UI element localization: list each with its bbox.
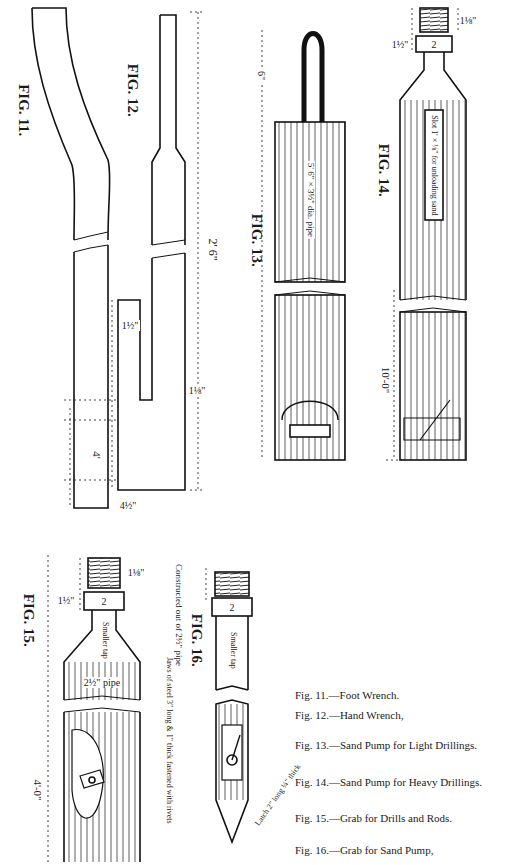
note: Slot 1' × ⅛" for unloading sand: [430, 113, 439, 217]
callout-number: 2: [432, 39, 437, 50]
caption-line: Fig. 14.—Sand Pump for Heavy Drillings.: [295, 776, 505, 788]
callout-number: 2: [230, 602, 235, 613]
foot-wrench: [32, 8, 118, 508]
caption-line: Fig. 15.—Grab for Drills and Rods.: [295, 812, 505, 824]
note: Jaws of steel 3" long & 1" thick fastene…: [164, 657, 173, 824]
dimension: 1⅛": [460, 15, 477, 26]
dimension: 2½" pipe: [82, 677, 122, 688]
dimension: 4'-0": [32, 777, 44, 802]
callout-number: 2: [102, 596, 107, 607]
dimension: 5' 6" × 3½" dia. pipe: [305, 161, 315, 239]
figure-number: FIG. 11.: [16, 84, 33, 136]
figure-number: FIG. 14.: [375, 144, 392, 197]
figure-number: FIG. 15.: [20, 594, 37, 647]
dimension: 4': [91, 449, 103, 460]
dimension: 1⅛": [128, 567, 145, 578]
figure-number: FIG. 12.: [124, 64, 141, 117]
part-name: Smaller tap: [100, 620, 109, 661]
caption-line: Fig. 12.—Hand Wrench,: [295, 709, 505, 721]
dimension: 1⅛": [187, 385, 208, 396]
dimension: 1½": [392, 39, 409, 50]
dimension: 1½": [120, 320, 141, 331]
note: Constructed out of 2½" pipe: [173, 564, 183, 666]
caption-line: Fig. 11.—Foot Wrench.: [295, 689, 505, 701]
part-name: Smaller tap: [228, 630, 237, 671]
figure-number: FIG. 16.: [188, 614, 205, 667]
grab-for-sand-pump: [206, 568, 252, 842]
grab-for-drills: [48, 555, 140, 862]
sand-pump-heavy: [386, 8, 466, 460]
hand-wrench: [112, 12, 205, 490]
caption-line: Fig. 16.—Grab for Sand Pump,: [295, 844, 505, 856]
dimension: 6": [257, 68, 268, 81]
dimension: 2' 6": [205, 237, 218, 263]
caption-line: Fig. 13.—Sand Pump for Light Drillings.: [295, 739, 505, 751]
dimension: 10'-0": [380, 365, 392, 396]
dimension: 4½": [118, 500, 139, 511]
figure-number: FIG. 13.: [248, 214, 265, 267]
sand-pump-light: [262, 30, 345, 460]
dimension: 1½": [58, 595, 75, 606]
